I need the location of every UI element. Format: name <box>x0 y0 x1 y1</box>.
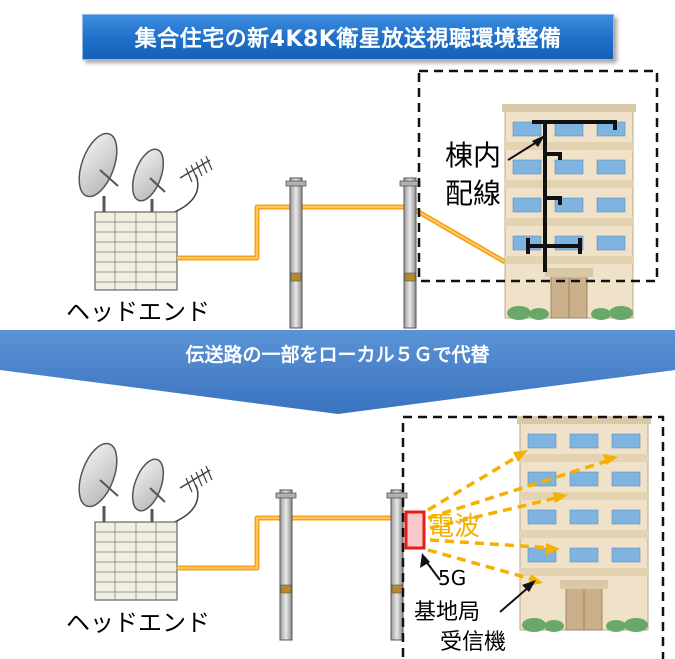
bottom-utility-pole-1 <box>275 489 297 641</box>
page-title: 集合住宅の新4K8K衛星放送視聴環境整備 <box>82 14 614 60</box>
top-cable <box>177 204 507 265</box>
radio-waves <box>427 453 611 582</box>
wiring-label-line2: 配線 <box>445 177 502 210</box>
bottom-apartment-building <box>516 415 652 633</box>
transition-arrow <box>0 330 675 414</box>
top-headend-label: ヘッドエンド <box>66 298 210 326</box>
top-apartment-building <box>501 103 637 321</box>
transition-arrow-label: 伝送路の一部をローカル５Ｇで代替 <box>185 344 490 366</box>
wiring-label-line1: 棟内 <box>445 139 502 172</box>
5g-base-station <box>404 510 426 550</box>
bottom-headend-label: ヘッドエンド <box>66 609 210 637</box>
top-in-building-wiring <box>526 120 617 272</box>
top-utility-pole-2 <box>399 177 421 329</box>
top-headend-equipment <box>70 127 214 292</box>
station-label-line1: 5G <box>438 566 467 590</box>
top-utility-pole-1 <box>285 177 307 329</box>
radio-wave-label: 電波 <box>428 512 481 542</box>
station-label-line3: 受信機 <box>440 630 507 655</box>
bottom-headend-equipment <box>70 437 214 602</box>
station-label-line2: 基地局 <box>414 600 481 625</box>
